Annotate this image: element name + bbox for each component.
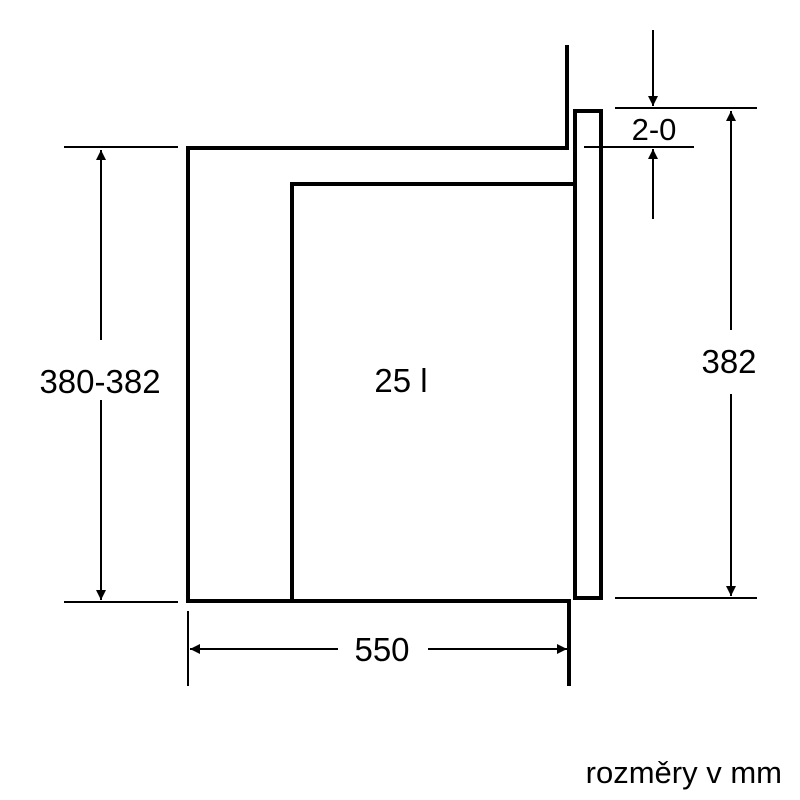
label-appliance-height: 382 (701, 343, 756, 380)
label-depth: 550 (354, 631, 409, 668)
label-niche-height: 380-382 (39, 363, 160, 400)
label-gap: 2-0 (632, 112, 677, 147)
footer-units-note: rozměry v mm (586, 755, 782, 790)
extension-lines (64, 107, 757, 686)
niche-outline (186, 45, 571, 603)
front-panel (573, 109, 603, 600)
appliance-body (290, 182, 575, 600)
label-capacity: 25 l (374, 362, 427, 399)
